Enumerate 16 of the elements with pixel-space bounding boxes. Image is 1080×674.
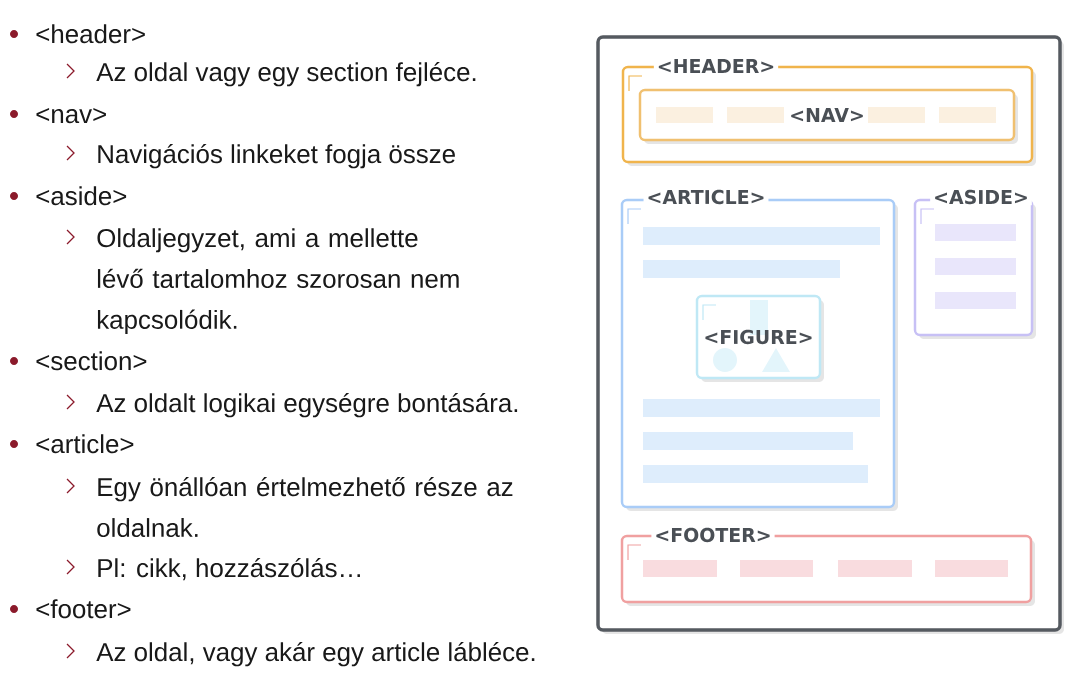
list-text: Az oldal, vagy akár egy article lábléce. <box>96 641 535 667</box>
list-text: Oldaljegyzet, ami a mellette lévő tartalomhoz szorosan nem kapcsolódik. <box>97 228 459 335</box>
list-text: Az oldal vagy egy section fejléce. <box>96 61 476 87</box>
list-text: Navigációs linkeket fogja össze <box>98 143 455 169</box>
node-label: <HEADER> <box>658 59 774 73</box>
list-text: <aside> <box>36 186 127 206</box>
list-text: <section> <box>36 351 147 371</box>
list-text: Az oldalt logikai egységre bontására. <box>96 392 518 418</box>
list-text: <article> <box>36 434 134 454</box>
list-text: Egy önállóan értelmezhető része az oldalnak. <box>97 476 513 538</box>
list-text: <header> <box>36 24 145 44</box>
list-text: Pl: cikk, hozzászólás… <box>98 557 360 581</box>
list-text: <footer> <box>36 599 131 619</box>
list-text: <nav> <box>36 107 106 124</box>
node-label: <FOOTER> <box>656 527 770 543</box>
figure-box: <FIGURE> <box>695 294 824 382</box>
